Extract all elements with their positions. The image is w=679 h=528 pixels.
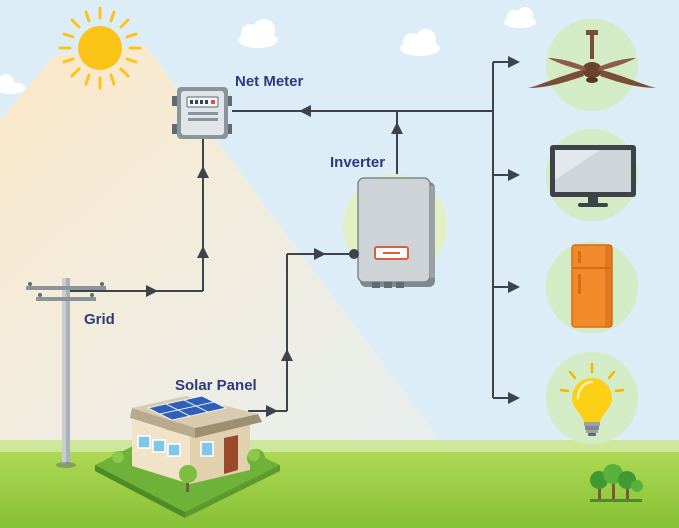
utility-pole-icon — [26, 278, 106, 468]
ceiling-fan-icon — [528, 30, 656, 88]
cloud-icon — [400, 29, 440, 56]
cloud-icon — [238, 19, 278, 48]
solar-panel-label: Solar Panel — [175, 377, 257, 394]
cloud-icon — [504, 7, 536, 28]
inverter-icon — [349, 177, 435, 288]
refrigerator-icon — [571, 244, 613, 328]
trees-icon — [590, 464, 643, 502]
light-bulb-icon — [559, 362, 625, 436]
sun-icon — [58, 6, 142, 90]
television-icon — [550, 145, 636, 207]
net-meter-label: Net Meter — [235, 73, 304, 90]
cloud-icon — [0, 74, 26, 94]
grid-label: Grid — [84, 311, 115, 328]
house-with-solar-panel-icon — [95, 395, 280, 518]
sun-beam — [0, 45, 440, 440]
inverter-label: Inverter — [330, 154, 385, 171]
wiring — [66, 56, 520, 417]
net-meter-icon — [172, 87, 232, 139]
ground — [0, 440, 679, 528]
